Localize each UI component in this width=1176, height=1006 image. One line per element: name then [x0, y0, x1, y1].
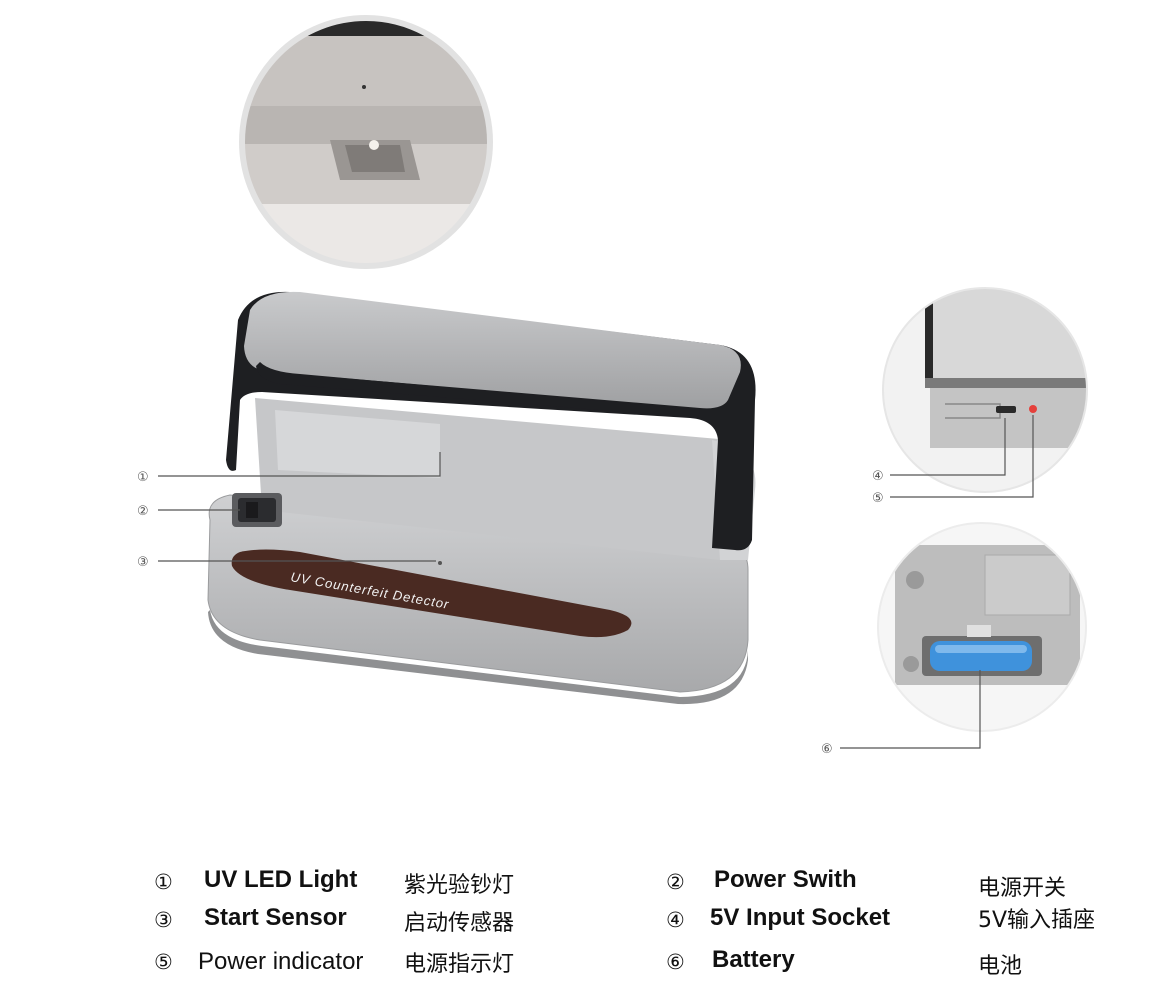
legend-6-en: Battery [712, 946, 795, 973]
callout-2: ② [137, 504, 149, 519]
legend-1-zh: 紫光验钞灯 [404, 873, 515, 898]
legend-2-symbol: ② [666, 870, 685, 894]
leader-lines [158, 415, 1034, 749]
power-indicator-icon [1029, 405, 1037, 413]
legend-4-en: 5V Input Socket [710, 904, 891, 931]
legend-4-symbol: ④ [666, 908, 685, 932]
start-sensor-icon [438, 561, 442, 565]
callout-3: ③ [137, 555, 149, 570]
callout-numbers: ① ② ③ ④ ⑤ ⑥ [137, 469, 884, 757]
uv-counterfeit-detector: UV Counterfeit Detector [207, 291, 756, 705]
uv-led-icon [369, 140, 379, 150]
callout-1: ① [137, 470, 149, 485]
zoom-uv-led-detail [239, 15, 493, 269]
callout-6: ⑥ [821, 742, 833, 757]
product-badge [231, 549, 632, 638]
legend-6-symbol: ⑥ [666, 950, 685, 974]
legend-3-zh: 启动传感器 [404, 911, 515, 936]
product-diagram: UV Counterfeit Detector [137, 15, 1088, 757]
legend-1-symbol: ① [154, 870, 173, 894]
legend-2-en: Power Swith [714, 866, 857, 893]
callout-5: ⑤ [872, 491, 884, 506]
usb-socket-icon [996, 406, 1016, 413]
zoom-socket-indicator-detail [882, 287, 1088, 493]
legend-6-zh: 电池 [978, 954, 1023, 979]
zoom-battery-detail [877, 522, 1087, 732]
legend-2-zh: 电源开关 [978, 876, 1067, 901]
legend-5-en: Power indicator [198, 948, 364, 975]
legend: ① UV LED Light 紫光验钞灯 ③ Start Sensor 启动传感… [0, 858, 1176, 988]
legend-5-zh: 电源指示灯 [404, 952, 515, 977]
callout-4: ④ [872, 469, 884, 484]
legend-3-symbol: ③ [154, 908, 173, 932]
legend-1-en: UV LED Light [204, 866, 358, 893]
legend-4-zh: 5V输入插座 [978, 908, 1096, 933]
legend-3-en: Start Sensor [204, 904, 347, 931]
legend-5-symbol: ⑤ [154, 950, 173, 974]
